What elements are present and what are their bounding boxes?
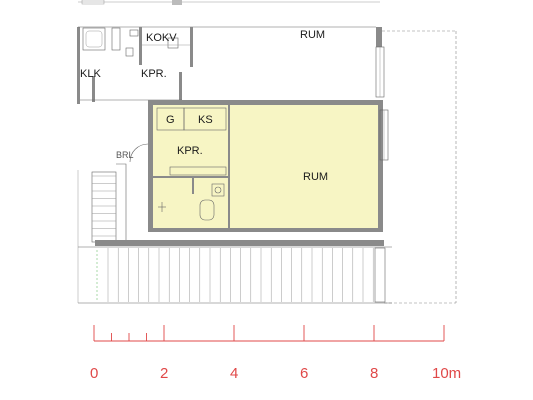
brl-label: BRL: [116, 150, 134, 160]
upper-klk-label: KLK: [80, 68, 101, 80]
scale-label: 10m: [432, 365, 461, 382]
cabinet-ks: [183, 107, 227, 131]
sink-icon: [211, 183, 225, 197]
rum-label: RUM: [303, 171, 328, 183]
scale-bar: 0 2 4 6 8 10m: [90, 325, 461, 382]
toilet-icon: [125, 47, 134, 57]
upper-floor: RUM KOKV KLK KPR.: [77, 0, 457, 304]
counter: [169, 166, 227, 176]
ks-label: KS: [198, 114, 213, 126]
wall-right: [378, 100, 383, 232]
kpr-label: KPR.: [177, 145, 203, 157]
bathtub-icon: [82, 27, 106, 51]
apartment-unit: G KS KPR. RUM: [129, 100, 389, 232]
toilet-icon: [199, 199, 215, 221]
scale-label: 4: [230, 365, 238, 382]
scale-label: 0: [90, 365, 98, 382]
stairs: BRL: [77, 150, 134, 303]
scale-label: 8: [370, 365, 378, 382]
upper-kpr-label: KPR.: [141, 68, 167, 80]
room-fill: [152, 104, 378, 228]
g-label: G: [166, 114, 175, 126]
wall-bottom: [148, 228, 382, 232]
balcony: [78, 240, 392, 304]
upper-kokv-label: KOKV: [146, 32, 177, 44]
scale-label: 2: [160, 365, 168, 382]
wall-left: [148, 100, 153, 232]
wall-top: [148, 100, 382, 105]
upper-rum-label: RUM: [300, 29, 325, 41]
scale-label: 6: [300, 365, 308, 382]
